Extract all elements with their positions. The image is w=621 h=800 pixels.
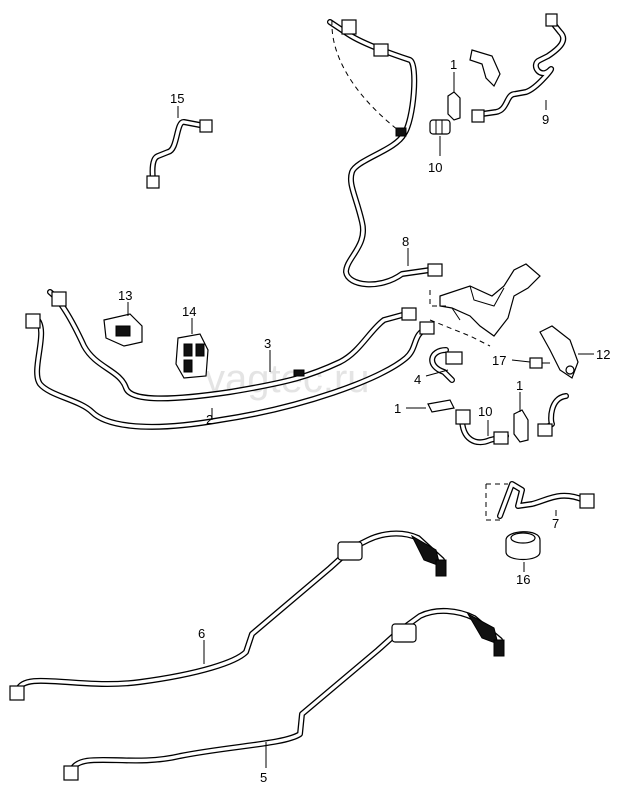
part-9-brake-pipe [9,530,447,701]
callout-6: 7 [552,516,559,531]
callout-8: 5 [260,770,267,785]
part-1-lower-clip-a [427,399,455,413]
callout-12: 12 [596,347,610,362]
brake-distributor-bracket [429,263,541,347]
callout-2: 2 [206,412,213,427]
callout-7: 9 [542,112,549,127]
callout-1-upper: 1 [450,57,457,72]
callout-5: 8 [402,234,409,249]
callout-9: 6 [198,626,205,641]
callout-10-lower: 10 [478,404,492,419]
part-12-bracket [539,325,579,379]
part-17-brake-pipe [146,119,213,189]
part-5-brake-pipe [327,19,443,288]
callout-1-right: 1 [516,378,523,393]
part-4-brake-hose [429,347,463,383]
part-3-brake-pipe [47,289,417,402]
part-2-brake-pipe [25,313,435,430]
lower-right-hose [537,393,569,437]
part-1-upper-clip [447,91,461,121]
callout-15: 14 [182,304,196,319]
part-1-lower-clip-b [513,409,529,443]
part-13-cap [505,531,541,561]
part-16-bolt [529,357,550,369]
part-7-brake-pipe [469,13,567,123]
part-10-upper-connector [429,119,451,135]
callouts: 15 1 9 10 8 13 14 3 2 4 17 12 1 1 10 7 1 [118,57,610,785]
part-6-brake-pipe [485,481,595,521]
part-15-pipe-clip [175,333,209,379]
part-10-lower-connector [455,409,509,446]
callout-4: 4 [414,372,421,387]
part-8-brake-pipe [63,608,505,781]
callout-3: 3 [264,336,271,351]
callout-14: 13 [118,288,132,303]
callout-1-left: 1 [394,401,401,416]
callout-13: 16 [516,572,530,587]
callout-17: 15 [170,91,184,106]
callout-10-upper: 10 [428,160,442,175]
part-14-pipe-clip [103,313,143,347]
callout-16: 17 [492,353,506,368]
